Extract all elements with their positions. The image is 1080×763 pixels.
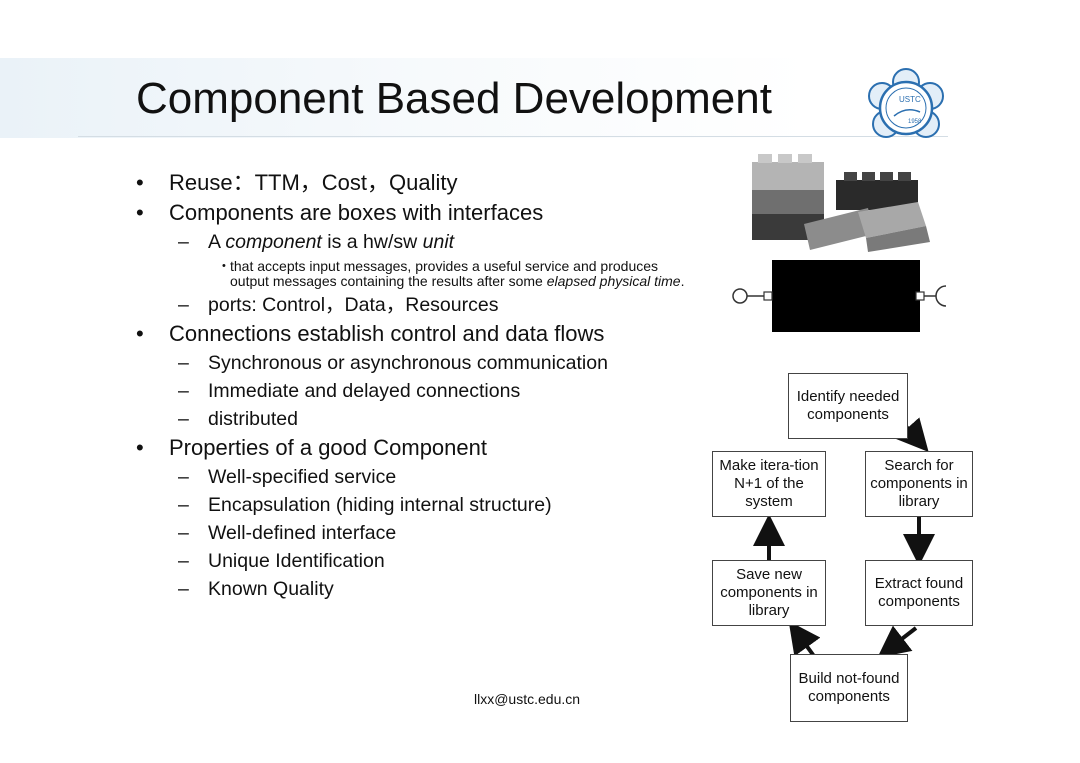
sub-bullet-distributed: distributed [136, 405, 696, 433]
bullet-components: Components are boxes with interfaces [136, 198, 696, 228]
slide-title: Component Based Development [136, 74, 772, 123]
component-box-icon [732, 260, 947, 332]
footer-email: llxx@ustc.edu.cn [474, 691, 581, 707]
sub-bullet-component-def: A component is a hw/sw unit [136, 228, 696, 256]
sub-bullet-immediate: Immediate and delayed connections [136, 377, 696, 405]
bullet-reuse: Reuse：TTM，Cost，Quality [136, 168, 696, 198]
ustc-logo-icon: USTC 1958 [868, 68, 944, 138]
flow-step-iterate: Make itera-tion N+1 of the system [712, 451, 826, 517]
sub-bullet-sync: Synchronous or asynchronous communicatio… [136, 349, 696, 377]
flow-step-save: Save new components in library [712, 560, 826, 626]
flow-step-extract: Extract found components [865, 560, 973, 626]
lego-bricks-image [752, 154, 930, 252]
flow-step-search: Search for components in library [865, 451, 973, 517]
sub-bullet-encapsulation: Encapsulation (hiding internal structure… [136, 491, 696, 519]
sub-bullet-interface: Well-defined interface [136, 519, 696, 547]
title-divider [78, 136, 948, 137]
sub-bullet-identification: Unique Identification [136, 547, 696, 575]
bullet-list: Reuse：TTM，Cost，Quality Components are bo… [136, 168, 696, 603]
sub-sub-bullet-definition: that accepts input messages, provides a … [136, 259, 696, 289]
sub-bullet-ports: ports: Control，Data，Resources [136, 291, 696, 319]
svg-text:1958: 1958 [908, 119, 922, 125]
bullet-properties: Properties of a good Component [136, 433, 696, 463]
flow-step-build: Build not-found components [790, 654, 908, 722]
sub-bullet-service: Well-specified service [136, 463, 696, 491]
svg-text:USTC: USTC [899, 95, 921, 104]
sub-bullet-quality: Known Quality [136, 575, 696, 603]
bullet-connections: Connections establish control and data f… [136, 319, 696, 349]
flow-step-identify: Identify needed components [788, 373, 908, 439]
